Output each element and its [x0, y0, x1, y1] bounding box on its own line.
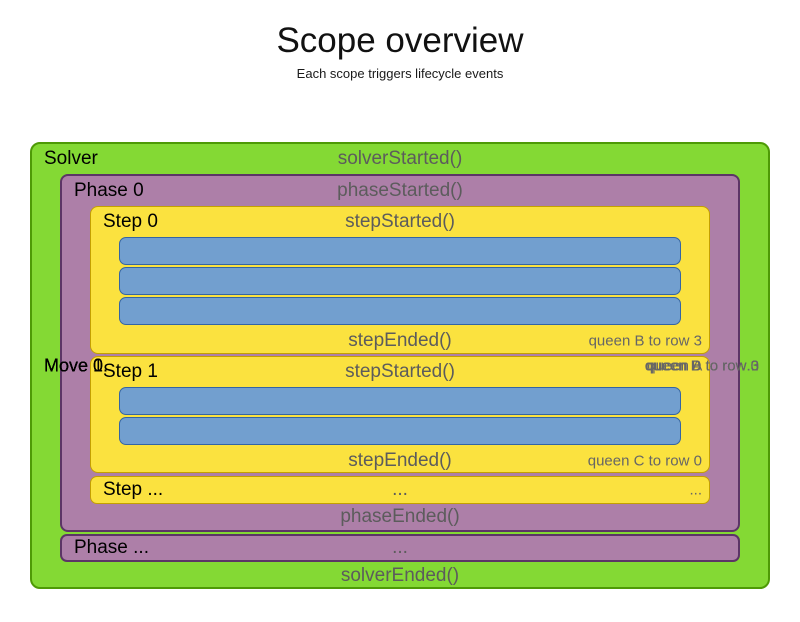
step-0-move-1-box: Move 1 queen B to row 3: [44, 267, 759, 375]
step-0-header-row: Step 0 stepStarted(): [91, 207, 709, 237]
move-label: Move 0: [44, 355, 104, 375]
move-label: Move ...: [44, 355, 109, 375]
move-detail: ...: [746, 357, 759, 374]
phase-0-scope-box: Phase 0 phaseStarted() Step 0 stepStarte…: [44, 174, 759, 532]
step-more-event: ...: [392, 479, 408, 500]
step-1-move-more-box: Move ... ...: [44, 355, 759, 445]
solver-header-row: Solver solverStarted(): [32, 144, 768, 174]
step-1-ended-event: stepEnded(): [348, 449, 452, 471]
step-0-ended-event: stepEnded(): [348, 330, 452, 351]
phase-started-event: phaseStarted(): [337, 180, 463, 201]
move-label: Move 0: [44, 355, 104, 375]
move-label: Move 1: [44, 355, 104, 375]
step-1-ended-detail: queen C to row 0: [587, 452, 702, 469]
solver-ended-event: solverEnded(): [340, 564, 460, 586]
phase-0-label: Phase 0: [74, 180, 144, 201]
step-1-scope-box: Step 1 stepStarted() Move 0 queen A to r…: [44, 355, 759, 474]
step-1-ended-row: stepEnded() queen C to row 0: [91, 447, 709, 474]
step-1-move-0-box: Move 0 queen A to row 3: [44, 355, 759, 415]
step-1-started-event: stepStarted(): [345, 361, 455, 382]
page-subtitle: Each scope triggers lifecycle events: [296, 65, 504, 81]
step-0-move-0-box: Move 0 queen D to row 0: [44, 237, 759, 375]
page-title: Scope overview: [276, 21, 524, 60]
step-more-scope-box: Step ... ... ...: [90, 476, 710, 504]
step-0-move-more-box: Move ... ...: [44, 297, 759, 375]
step-1-label: Step 1: [103, 361, 158, 382]
move-detail: queen A to row 3: [647, 357, 759, 374]
phase-more-event: ...: [392, 537, 408, 558]
step-0-ended-detail: queen B to row 3: [588, 332, 702, 350]
step-1-header-row: Step 1 stepStarted(): [91, 357, 709, 387]
solver-started-event: solverStarted(): [337, 148, 463, 169]
step-0-ended-row: stepEnded() queen B to row 3: [91, 327, 709, 355]
phase-more-scope-box: Phase ... ...: [60, 534, 740, 562]
step-0-label: Step 0: [103, 211, 158, 232]
solver-ended-row: solverEnded(): [32, 562, 768, 589]
step-more-label: Step ...: [103, 479, 164, 500]
solver-scope-box: Solver solverStarted() Phase 0 phaseStar…: [30, 142, 770, 589]
phase-more-label: Phase ...: [74, 537, 149, 558]
step-more-detail: ...: [689, 481, 702, 499]
phase-ended-event: phaseEnded(): [340, 506, 460, 527]
solver-label: Solver: [44, 148, 98, 169]
move-label: Move ...: [44, 355, 109, 375]
phase-ended-row: phaseEnded(): [62, 504, 738, 530]
move-detail: queen D to row 0: [644, 357, 759, 374]
move-detail: queen B to row 3: [645, 357, 759, 374]
phase-0-header-row: Phase 0 phaseStarted(): [62, 176, 738, 206]
move-detail: ...: [746, 357, 759, 374]
step-0-scope-box: Step 0 stepStarted() Move 0 queen D to r…: [44, 206, 759, 375]
step-0-started-event: stepStarted(): [345, 211, 455, 232]
